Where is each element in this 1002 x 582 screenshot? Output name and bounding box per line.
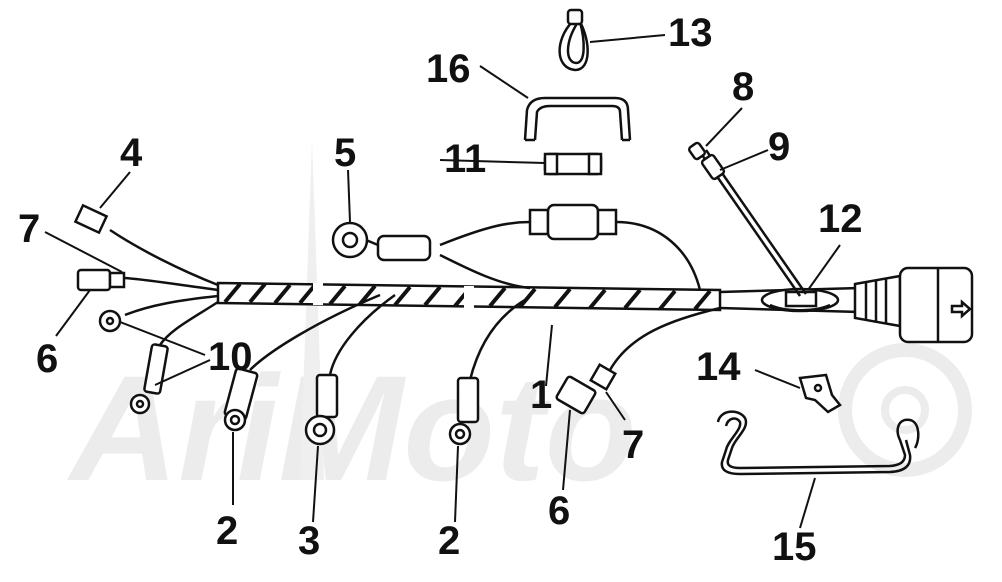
callout-12: 12 — [818, 197, 863, 241]
callout-16: 16 — [426, 47, 471, 91]
callout-6-right: 6 — [548, 489, 570, 533]
callout-15: 15 — [772, 525, 817, 569]
callout-4: 4 — [120, 131, 143, 175]
fuse-11 — [543, 152, 603, 176]
callout-3: 3 — [298, 519, 320, 563]
leader-lines — [44, 34, 841, 529]
main-harness — [216, 266, 974, 344]
callout-10: 10 — [208, 335, 253, 379]
tie-wrap-13 — [558, 8, 589, 72]
callout-7-right: 7 — [622, 423, 644, 467]
callout-7-left: 7 — [18, 207, 40, 251]
callout-2-right: 2 — [438, 519, 460, 563]
callout-5: 5 — [334, 131, 356, 175]
callout-9: 9 — [768, 125, 790, 169]
callout-6-left: 6 — [36, 337, 58, 381]
callout-8: 8 — [732, 65, 754, 109]
fuse-holder-wire — [331, 203, 702, 291]
lead-wire-8-9 — [687, 141, 808, 297]
callout-2-left: 2 — [216, 509, 238, 553]
callouts: 4 7 6 10 5 11 16 13 8 9 12 1 2 3 2 6 7 1… — [18, 11, 863, 569]
clip-16 — [523, 96, 632, 142]
callout-1: 1 — [530, 373, 552, 417]
right-lower-wire — [555, 287, 840, 415]
watermark: AriMoto — [66, 140, 972, 512]
bracket-14 — [798, 373, 842, 414]
ground-wires — [223, 293, 526, 446]
callout-14: 14 — [696, 345, 741, 389]
retainer-15 — [716, 410, 920, 476]
callout-13: 13 — [668, 11, 713, 55]
callout-11: 11 — [444, 137, 486, 181]
